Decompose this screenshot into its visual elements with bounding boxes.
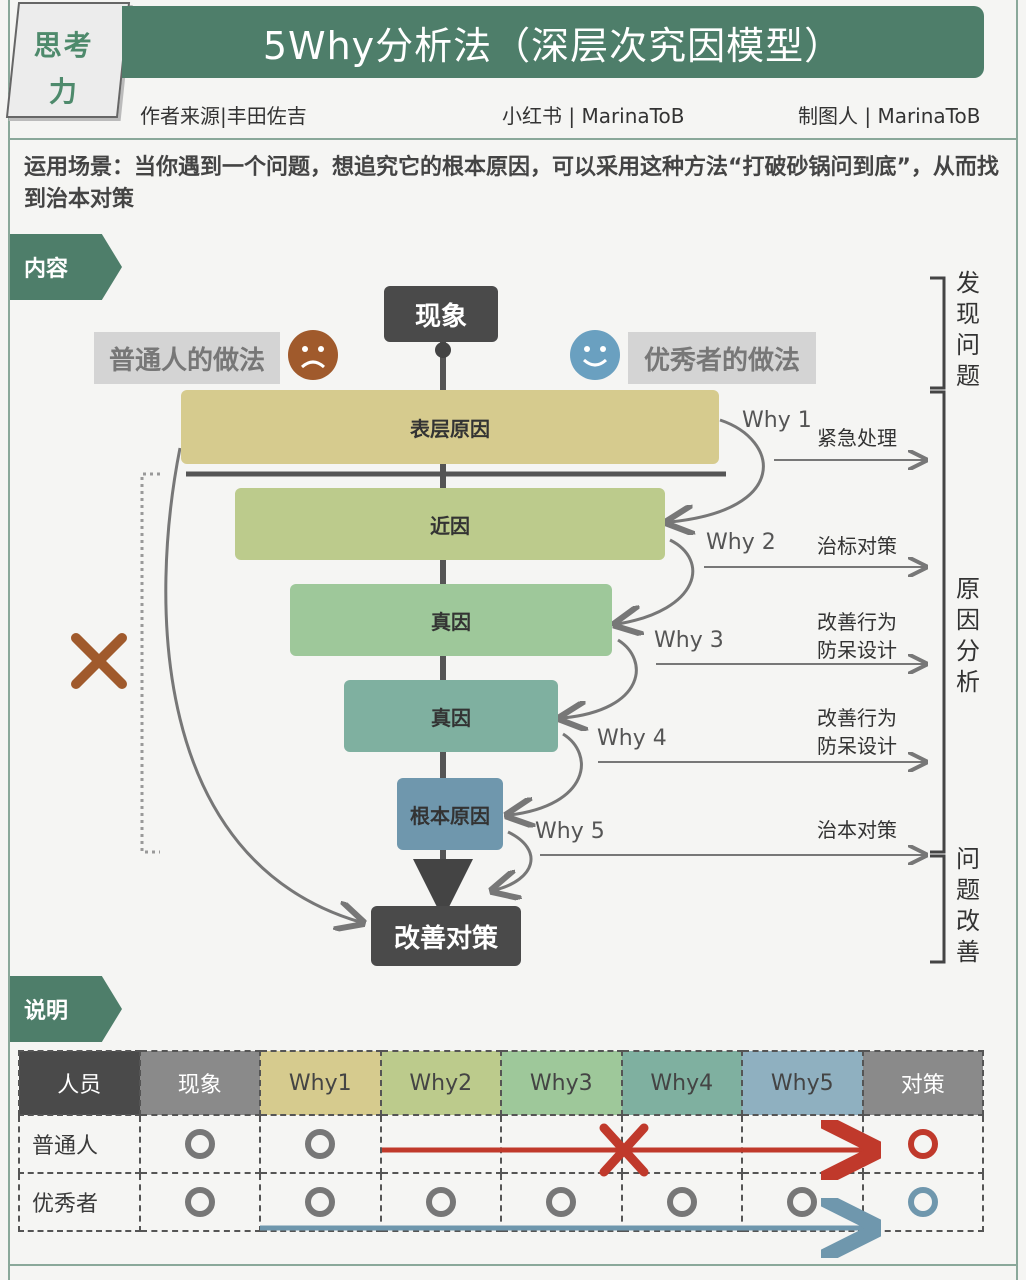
circle-mark-icon (184, 1187, 215, 1217)
table-cell (500, 1172, 623, 1232)
level-proximate-cause: 近因 (235, 488, 665, 560)
footer-divider (8, 1264, 1018, 1266)
table-cell (379, 1114, 502, 1174)
table-header-cell: 人员 (18, 1050, 141, 1116)
why-label: Why 2 (706, 530, 776, 555)
table-cell (861, 1172, 984, 1232)
level-true-cause-2: 真因 (344, 680, 558, 752)
author-source: 作者来源|丰田佐吉 (140, 104, 307, 128)
cross-icon (71, 633, 127, 689)
table-cell (379, 1172, 502, 1232)
table-cross-icon (599, 1123, 649, 1177)
action-label: 改善行为防呆设计 (817, 610, 897, 662)
circle-mark-icon (907, 1129, 938, 1159)
sad-face-icon (288, 330, 338, 380)
phenomenon-box: 现象 (384, 286, 498, 342)
why-label: Why 3 (654, 628, 724, 653)
table-cell (138, 1172, 261, 1232)
circle-mark-icon (425, 1187, 456, 1217)
circle-mark-icon (666, 1187, 697, 1217)
table-cell (500, 1114, 623, 1174)
excellent-approach-label: 优秀者的做法 (628, 332, 816, 384)
table-cell (861, 1114, 984, 1174)
circle-mark-icon (305, 1129, 336, 1159)
stage-solve: 问题改善 (956, 845, 980, 966)
improvement-box: 改善对策 (371, 906, 521, 966)
table-row: 优秀者 (18, 1172, 984, 1232)
action-label: 紧急处理 (817, 426, 897, 450)
row-person-name: 普通人 (18, 1114, 141, 1174)
page-frame (8, 0, 1018, 1280)
circle-mark-icon (305, 1187, 336, 1217)
skipped-bracket (140, 472, 160, 854)
why-label: Why 4 (597, 726, 667, 751)
table-header-cell: Why3 (500, 1050, 623, 1116)
happy-face-icon (570, 330, 620, 380)
why-label: Why 5 (535, 819, 605, 844)
level-surface-cause: 表层原因 (181, 390, 719, 464)
circle-mark-icon (787, 1187, 818, 1217)
level-true-cause-1: 真因 (290, 584, 612, 656)
table-row: 普通人 (18, 1114, 984, 1174)
platform-credit: 小红书 | MarinaToB (502, 104, 685, 128)
maker-credit: 制图人 | MarinaToB (798, 104, 981, 128)
table-header-cell: Why1 (259, 1050, 382, 1116)
header-divider (8, 138, 1018, 140)
table-header-cell: Why5 (741, 1050, 864, 1116)
title-bar: 5Why分析法（深层次究因模型） (122, 6, 984, 78)
level-root-cause: 根本原因 (397, 778, 503, 850)
action-label: 治本对策 (817, 818, 897, 842)
section-content-tag: 内容 (10, 234, 122, 300)
circle-mark-icon (184, 1129, 215, 1159)
table-cell (138, 1114, 261, 1174)
table-header-cell: 现象 (138, 1050, 261, 1116)
stage-analyze: 原因分析 (956, 575, 980, 696)
ordinary-approach-label: 普通人的做法 (94, 332, 280, 384)
circle-mark-icon (907, 1187, 938, 1217)
section-explain-tag: 说明 (10, 976, 122, 1042)
table-header-cell: Why4 (620, 1050, 743, 1116)
stage-discover: 发现问题 (956, 269, 980, 390)
ordinary-shortcut-arrow (164, 447, 360, 922)
table-cell (259, 1114, 382, 1174)
circle-mark-icon (546, 1187, 577, 1217)
action-label: 改善行为防呆设计 (817, 706, 897, 758)
table-header-cell: 对策 (861, 1050, 984, 1116)
why-label: Why 1 (742, 408, 812, 433)
table-cell (259, 1172, 382, 1232)
table-header-cell: Why2 (379, 1050, 502, 1116)
page-title: 5Why分析法（深层次究因模型） (262, 23, 844, 68)
action-label: 治标对策 (817, 534, 897, 558)
row-person-name: 优秀者 (18, 1172, 141, 1232)
usage-scenario: 运用场景：当你遇到一个问题，想追究它的根本原因，可以采用这种方法“打破砂锅问到底… (24, 155, 999, 212)
